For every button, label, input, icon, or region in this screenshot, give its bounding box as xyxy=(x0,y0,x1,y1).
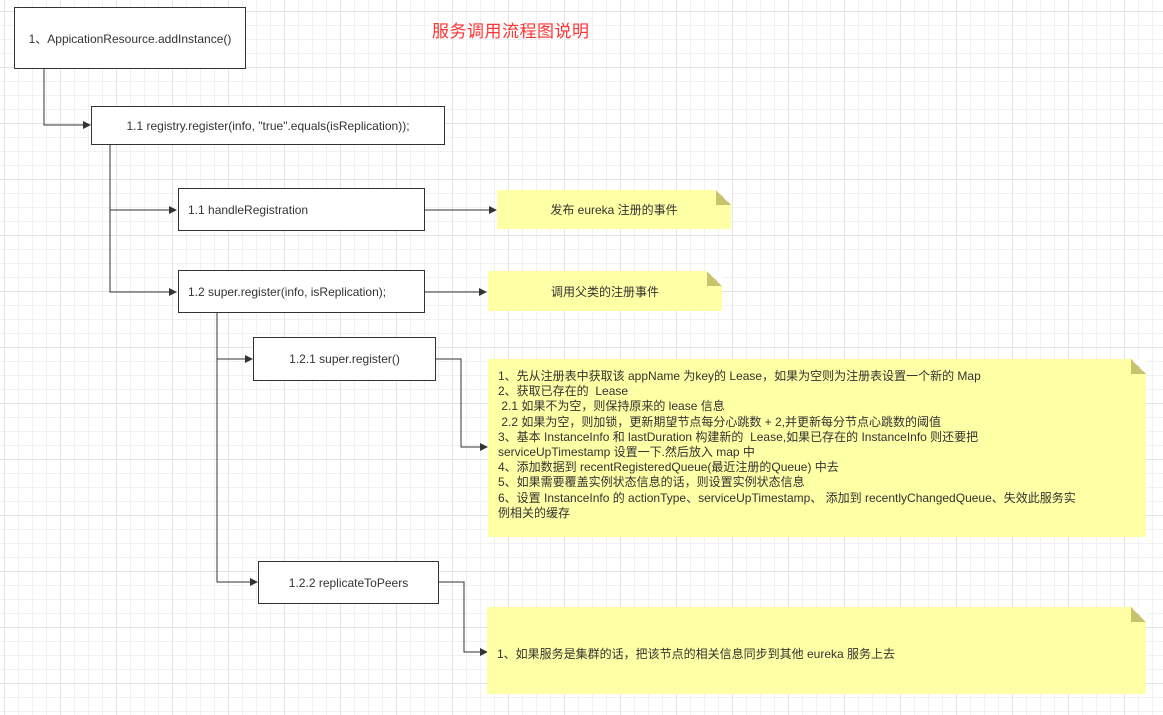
node-label: 1.2.2 replicateToPeers xyxy=(288,575,409,590)
note-fold-cut xyxy=(1131,359,1146,374)
note-line: 4、添加数据到 recentRegisteredQueue(最近注册的Queue… xyxy=(498,460,839,475)
note-handle-registration[interactable]: 发布 eureka 注册的事件 xyxy=(497,190,731,229)
note-lines: 1、先从注册表中获取该 appName 为key的 Lease，如果为空则为注册… xyxy=(498,369,1076,521)
note-line: 6、设置 InstanceInfo 的 actionType、serviceUp… xyxy=(498,490,1076,505)
node-registry-register[interactable]: 1.1 registry.register(info, "true".equal… xyxy=(91,106,445,145)
edge-addinstance-to-registry xyxy=(43,68,91,129)
note-line: 例相关的缓存 xyxy=(498,505,571,520)
node-super-register[interactable]: 1.2.1 super.register() xyxy=(253,337,436,381)
note-line: 2.2 如果为空，则加锁，更新期望节点每分心跳数 + 2,并更新每分节点心跳数的… xyxy=(498,414,942,429)
note-text: 1、如果服务是集群的话，把该节点的相关信息同步到其他 eureka 服务上去 xyxy=(497,647,896,661)
edge-super-call-to-replicate xyxy=(216,359,258,586)
edge-replicate-to-note xyxy=(439,581,488,656)
edge-super-register-to-note xyxy=(435,358,488,451)
note-text: 调用父类的注册事件 xyxy=(550,284,659,299)
edge-super-call-to-super-register xyxy=(216,311,253,363)
note-super-register[interactable]: 1、先从注册表中获取该 appName 为key的 Lease，如果为空则为注册… xyxy=(488,359,1146,537)
note-fold-cut xyxy=(716,190,731,205)
node-label: 1.1 registry.register(info, "true".equal… xyxy=(126,118,410,133)
note-line: 2.1 如果不为空，则保持原来的 lease 信息 xyxy=(498,399,725,414)
node-handle-registration[interactable]: 1.1 handleRegistration xyxy=(178,188,425,231)
node-label: 1.2 super.register(info, isReplication); xyxy=(188,284,387,299)
note-super-register-call[interactable]: 调用父类的注册事件 xyxy=(488,271,722,311)
note-line: 1、先从注册表中获取该 appName 为key的 Lease，如果为空则为注册… xyxy=(498,369,981,383)
node-label: 1、AppicationResource.addInstance() xyxy=(28,31,232,46)
note-line: 3、基本 InstanceInfo 和 lastDuration 构建新的 Le… xyxy=(498,429,979,444)
note-line: 2、获取已存在的 Lease xyxy=(498,384,629,399)
node-label: 1.2.1 super.register() xyxy=(289,352,400,366)
node-label: 1.1 handleRegistration xyxy=(188,202,309,217)
note-fold-cut xyxy=(707,271,722,286)
edge-registry-to-handle xyxy=(109,144,177,214)
node-replicate-to-peers[interactable]: 1.2.2 replicateToPeers xyxy=(258,561,439,604)
note-line: serviceUpTimestamp 设置一下.然后放入 map 中 xyxy=(498,445,755,460)
edge-registry-to-super-call xyxy=(109,210,177,296)
note-fold-cut xyxy=(1131,607,1146,622)
note-replicate-to-peers[interactable]: 1、如果服务是集群的话，把该节点的相关信息同步到其他 eureka 服务上去 xyxy=(487,607,1146,694)
note-line: 5、如果需要覆盖实例状态信息的话，则设置实例状态信息 xyxy=(498,475,805,490)
note-text: 发布 eureka 注册的事件 xyxy=(550,203,678,217)
node-add-instance[interactable]: 1、AppicationResource.addInstance() xyxy=(14,7,246,69)
node-super-register-call[interactable]: 1.2 super.register(info, isReplication); xyxy=(178,270,425,313)
diagram-title: 服务调用流程图说明 xyxy=(432,22,590,42)
